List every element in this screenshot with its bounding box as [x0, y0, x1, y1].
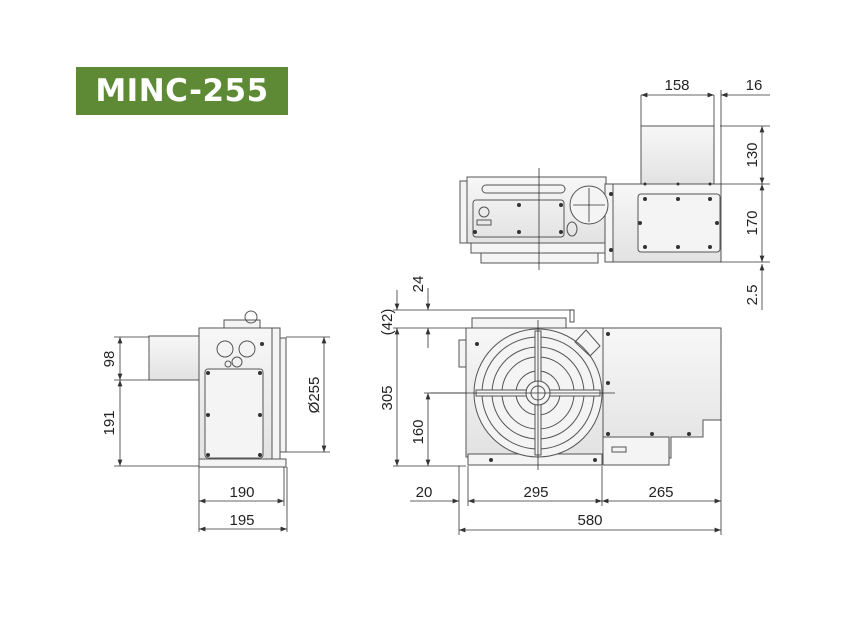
top-view: 158 16 130 170 2.5 — [459, 77, 770, 310]
side-view: 98 191 Ø255 190 195 — [101, 310, 330, 532]
dim-side-motor-height: 98 — [101, 351, 118, 368]
dim-side-overall-width: 195 — [229, 512, 254, 529]
dim-top-body-height: 170 — [744, 210, 761, 235]
dim-top-motor-width: 158 — [664, 77, 689, 94]
top-view-motor-cover — [640, 125, 715, 185]
dim-front-motor-length: 265 — [648, 484, 673, 501]
dim-side-table-diameter: Ø255 — [306, 377, 323, 414]
dim-top-base-offset: 2.5 — [744, 285, 761, 306]
dim-side-base-width: 190 — [229, 484, 254, 501]
side-view-motor — [148, 335, 200, 381]
dim-top-motor-height: 130 — [744, 142, 761, 167]
dim-front-center-height: 160 — [410, 419, 427, 444]
top-view-bolts — [638, 182, 719, 249]
side-view-base — [198, 458, 287, 468]
model-title: MINC-255 — [95, 73, 269, 109]
side-view-gear — [216, 340, 234, 358]
top-view-motor-plate — [637, 193, 721, 253]
dim-top-motor-offset: 16 — [746, 77, 763, 94]
dim-side-center-height: 191 — [101, 410, 118, 435]
model-title-badge: MINC-255 — [76, 67, 288, 115]
dim-front-overall-length: 580 — [577, 512, 602, 529]
dim-front-overall-height: 305 — [379, 385, 396, 410]
side-view-cover-plate — [204, 368, 264, 459]
dim-front-top-offset: (42) — [379, 309, 396, 336]
dim-front-left-offset: 20 — [416, 484, 433, 501]
top-view-gauge — [478, 206, 490, 218]
front-view: 24 (42) 305 160 20 295 265 580 — [379, 276, 722, 535]
dim-front-table-width: 295 — [523, 484, 548, 501]
top-view-slot — [481, 184, 566, 194]
dim-front-top-clearance: 24 — [410, 276, 427, 293]
side-view-table — [279, 337, 287, 453]
